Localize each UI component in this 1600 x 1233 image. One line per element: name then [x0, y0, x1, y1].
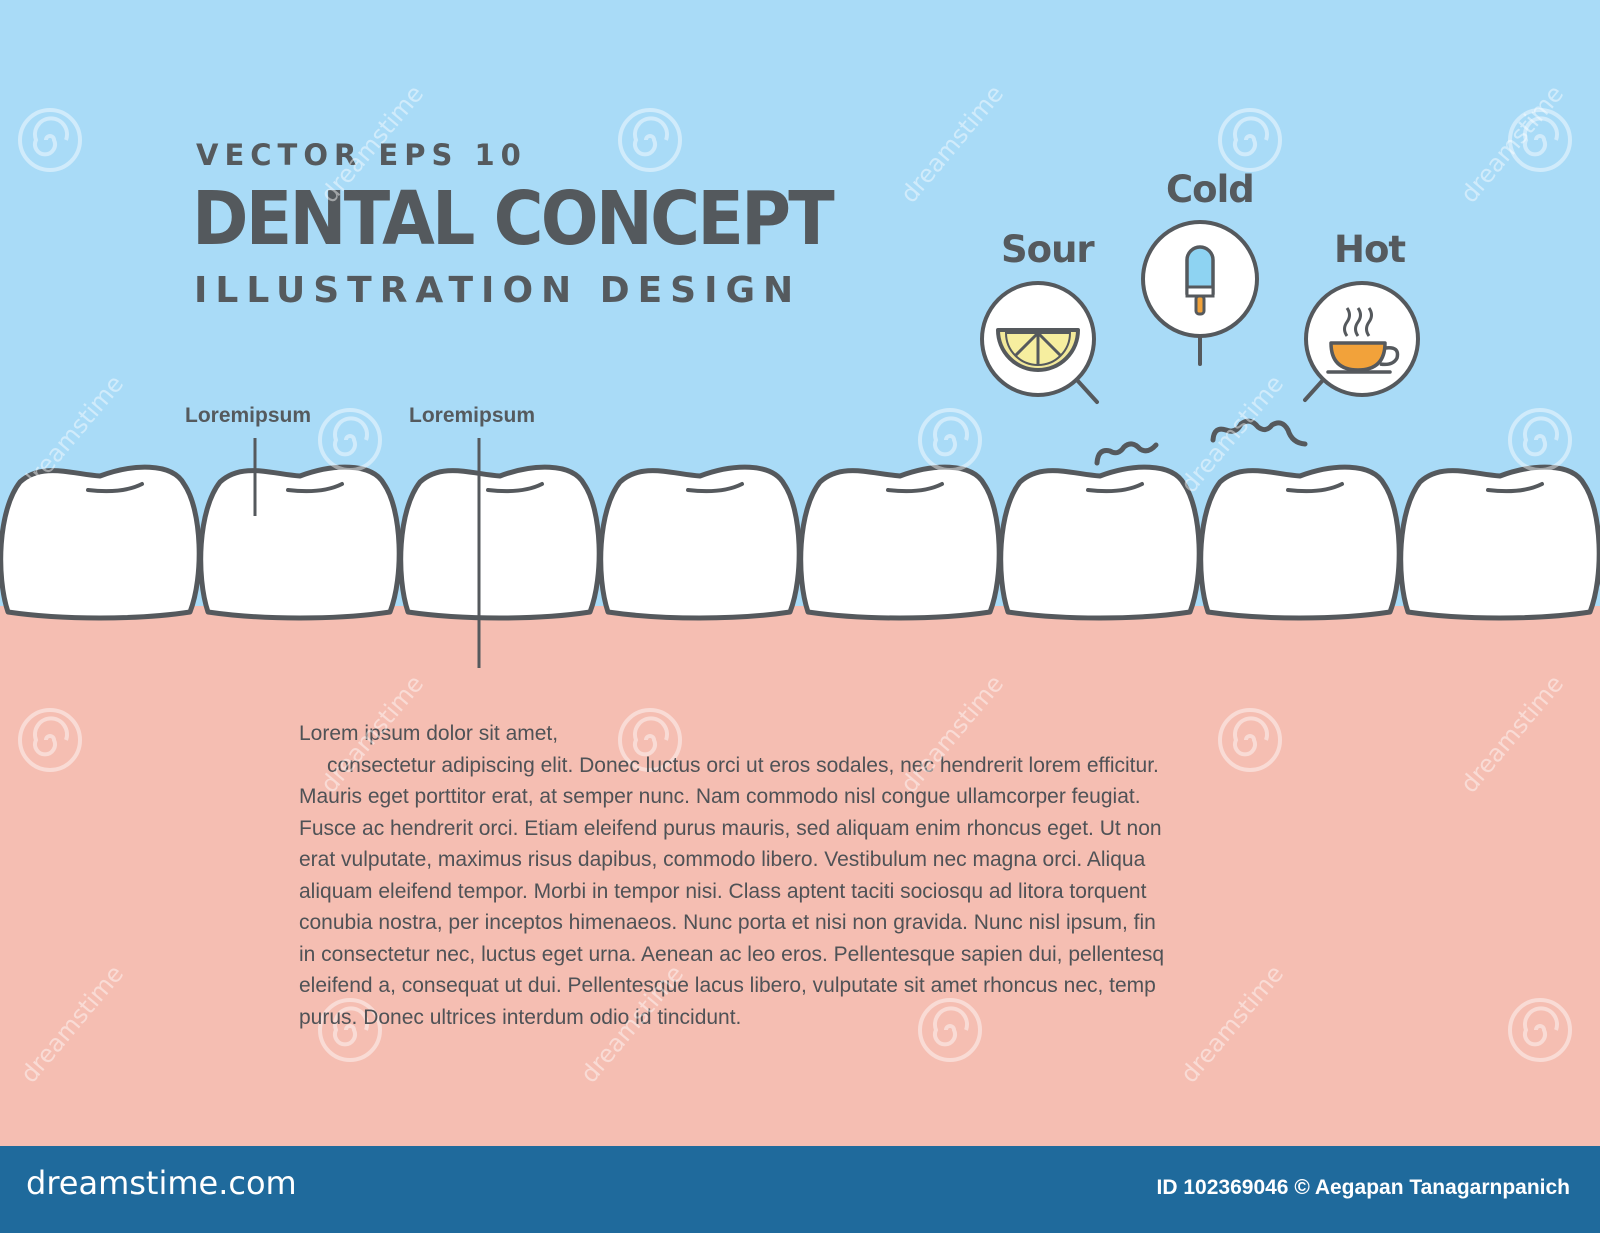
- watermark-spiral-icon: [933, 416, 969, 457]
- watermark-logo-icon: [1508, 408, 1572, 472]
- body-line: Mauris eget porttitor erat, at semper nu…: [299, 785, 1141, 808]
- body-line: consectetur adipiscing elit. Donec luctu…: [327, 753, 1159, 777]
- watermark-logo-icon: [918, 408, 982, 472]
- watermark-logo-icon: [318, 998, 382, 1062]
- tooth-crease: [1486, 482, 1544, 494]
- watermark-logo-icon: [18, 708, 82, 772]
- page-title: DENTAL CONCEPT: [192, 176, 835, 262]
- tooth-crease: [286, 482, 344, 494]
- body-paragraph: Lorem ipsum dolor sit amet, consectetur …: [299, 718, 1299, 1033]
- watermark-spiral-icon: [1523, 416, 1559, 457]
- watermark-logo-icon: [318, 408, 382, 472]
- label-1: Loremipsum: [185, 404, 312, 427]
- cold-label: Cold: [1166, 168, 1255, 211]
- tooth: [1398, 464, 1600, 621]
- watermark-spiral-icon: [1233, 716, 1269, 757]
- pain-squiggle-right: [1210, 418, 1308, 447]
- tooth: [798, 464, 1002, 621]
- tooth: [1198, 464, 1402, 621]
- watermark-logo-icon: [618, 108, 682, 172]
- footer-brand[interactable]: dreamstime.com: [26, 1164, 297, 1202]
- kicker-text: VECTOR EPS 10: [196, 138, 527, 172]
- pain-squiggle-left: [1094, 441, 1159, 466]
- sour-label: Sour: [1001, 228, 1095, 271]
- lemon-slice-icon: [980, 281, 1099, 404]
- tooth: [398, 464, 602, 621]
- tooth: [0, 464, 202, 621]
- watermark-logo-icon: [1508, 108, 1572, 172]
- tooth-crease: [486, 482, 544, 494]
- body-line: purus. Donec ultrices interdum odio id t…: [299, 1005, 742, 1029]
- tooth-crease: [1286, 482, 1344, 494]
- watermark-logo-icon: [18, 108, 82, 172]
- body-line: conubia nostra, per inceptos himenaeos. …: [299, 911, 1156, 934]
- watermark-logo-icon: [918, 998, 982, 1062]
- gum-area: [0, 606, 1600, 1146]
- watermark-spiral-icon: [33, 716, 69, 757]
- watermark-spiral-icon: [1523, 116, 1559, 157]
- body-line: eleifend a, consequat ut dui. Pellentesq…: [299, 974, 1156, 997]
- watermark-spiral-icon: [633, 116, 669, 157]
- watermark-spiral-icon: [1233, 116, 1269, 157]
- footer-credit: ID 102369046 © Aegapan Tanagarnpanich: [1156, 1176, 1570, 1199]
- hot-cup-icon: [1303, 281, 1420, 402]
- watermark-spiral-icon: [933, 1006, 969, 1047]
- hot-label: Hot: [1334, 228, 1406, 271]
- watermark-logo-icon: [1508, 998, 1572, 1062]
- watermark-logo-icon: [618, 708, 682, 772]
- tooth: [598, 464, 802, 621]
- watermark-logo-icon: [1218, 108, 1282, 172]
- body-line: erat vulputate, maximus risus dapibus, c…: [299, 848, 1146, 871]
- page-subtitle: ILLUSTRATION DESIGN: [194, 270, 802, 311]
- body-line: Fusce ac hendrerit orci. Etiam eleifend …: [299, 816, 1162, 840]
- tooth: [198, 464, 402, 621]
- watermark-spiral-icon: [633, 716, 669, 757]
- tooth: [998, 464, 1202, 621]
- watermark-spiral-icon: [1523, 1006, 1559, 1047]
- tooth-crease: [1086, 482, 1144, 494]
- footer-bar: [0, 1146, 1600, 1233]
- tooth-crease: [86, 482, 144, 494]
- body-line: in consectetur nec, luctus eget urna. Ae…: [299, 942, 1165, 966]
- body-line: Lorem ipsum dolor sit amet,: [299, 722, 559, 745]
- label-2: Loremipsum: [409, 404, 536, 427]
- watermark-spiral-icon: [333, 1006, 369, 1047]
- watermark-spiral-icon: [33, 116, 69, 157]
- tooth-crease: [686, 482, 744, 494]
- watermark-spiral-icon: [333, 416, 369, 457]
- body-line: aliquam eleifend tempor. Morbi in tempor…: [299, 879, 1147, 903]
- popsicle-icon: [1141, 220, 1259, 366]
- watermark-logo-icon: [1218, 708, 1282, 772]
- tooth-crease: [886, 482, 944, 494]
